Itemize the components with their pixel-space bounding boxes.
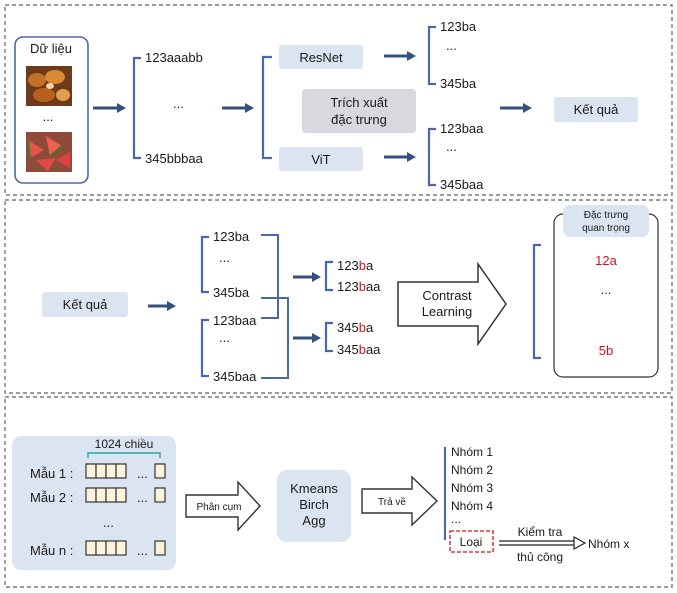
- arrow-to-pair-2: [293, 333, 321, 343]
- sample-1-label: Mẫu 1 :: [30, 466, 73, 481]
- panel-clustering: [4, 396, 673, 588]
- bracket-list-b: [200, 318, 209, 378]
- discard-label: Loại: [460, 535, 483, 549]
- feature-line-2: đặc trưng: [331, 112, 387, 127]
- bracket-pair-2: [324, 321, 333, 353]
- result-box-1: [554, 97, 638, 122]
- pair-connector-top: [261, 234, 279, 319]
- pair-1-a: 123ba: [337, 258, 374, 273]
- feature-line-1: Trích xuất: [330, 95, 388, 110]
- algo-line-1: Kmeans: [290, 481, 338, 496]
- return-arrow-label: Trả về: [378, 496, 406, 508]
- group-item: Nhóm 2: [451, 463, 493, 477]
- data-label: Dữ liệu: [30, 41, 72, 56]
- bracket-vit-output: [427, 127, 436, 187]
- arrow-data-to-codes: [93, 103, 126, 113]
- algorithms-box: [277, 470, 351, 542]
- list-b-top: 123baa: [213, 313, 257, 328]
- bracket-resnet-output: [427, 25, 436, 86]
- arrow-to-pair-1: [293, 272, 321, 282]
- important-bottom: 5b: [599, 343, 613, 358]
- list-b-mid: ...: [219, 330, 230, 345]
- sample-1-vector: [85, 463, 166, 479]
- samples-card: [12, 436, 176, 570]
- contrast-line-2: Learning: [422, 304, 473, 319]
- cluster-arrow: [185, 480, 261, 532]
- result-label-2: Kết quả: [63, 297, 109, 312]
- manual-check-arrow: [499, 535, 587, 551]
- list-a-mid: ...: [219, 250, 230, 265]
- result-label-1: Kết quả: [574, 102, 620, 117]
- arrow-result-to-lists: [148, 301, 176, 311]
- vit-out-top: 123baa: [440, 121, 484, 136]
- groups-more: ...: [451, 512, 461, 526]
- pair-1-b: 123baa: [337, 279, 381, 294]
- group-item: Nhóm 3: [451, 481, 493, 495]
- important-mid: ...: [601, 282, 612, 297]
- bracket-pair-1: [324, 260, 333, 292]
- important-title-1: Đặc trưng: [584, 210, 629, 221]
- code-mid: ...: [173, 96, 184, 111]
- sample-2-vector: [85, 487, 166, 503]
- cluster-arrow-label: Phân cụm: [196, 502, 241, 513]
- vit-out-bottom: 345baa: [440, 177, 484, 192]
- contrast-learning-arrow: [397, 261, 507, 347]
- vit-out-mid: ...: [446, 139, 457, 154]
- arrow-to-result: [500, 103, 532, 113]
- samples-dots: ...: [103, 515, 114, 530]
- result-box-2: [42, 292, 128, 317]
- sample-1-ellipsis: ...: [137, 466, 148, 481]
- important-top: 12a: [595, 253, 617, 268]
- vit-box: [279, 147, 363, 171]
- resnet-out-bottom: 345ba: [440, 76, 477, 91]
- data-ellipsis: ...: [43, 109, 54, 124]
- group-item: Nhóm 1: [451, 445, 493, 459]
- code-bottom: 345bbbaa: [145, 151, 204, 166]
- bracket-list-a: [200, 235, 209, 294]
- return-arrow: [361, 475, 439, 527]
- group-item: Nhóm 4: [451, 499, 493, 513]
- pair-connector-bottom: [261, 297, 289, 379]
- arrow-vit-to-output: [384, 152, 416, 162]
- bracket-codes: [132, 56, 141, 160]
- panel-contrast-learning: [4, 199, 673, 394]
- feature-extraction-box: [302, 89, 416, 133]
- bracket-models: [261, 55, 272, 160]
- algo-line-2: Birch: [299, 497, 329, 512]
- algo-line-3: Agg: [302, 513, 325, 528]
- resnet-box: [279, 45, 363, 69]
- sample-n-ellipsis: ...: [137, 543, 148, 558]
- data-image-watermelon: [26, 132, 72, 172]
- panel-feature-extraction: [4, 4, 673, 196]
- sample-n-vector: [85, 540, 166, 556]
- group-x-label: Nhóm x: [588, 537, 629, 551]
- important-title-2: quan trọng: [582, 223, 630, 234]
- check-line-2: thủ công: [517, 550, 563, 564]
- arrow-codes-to-models: [222, 103, 254, 113]
- list-a-bottom: 345ba: [213, 285, 250, 300]
- resnet-label: ResNet: [299, 50, 343, 65]
- dims-label: 1024 chiều: [95, 437, 154, 451]
- important-features-title-box: [563, 205, 649, 237]
- list-a-top: 123ba: [213, 229, 250, 244]
- resnet-out-mid: ...: [446, 38, 457, 53]
- contrast-line-1: Contrast: [422, 288, 472, 303]
- discard-box: [449, 530, 494, 553]
- data-image-food: [26, 66, 72, 106]
- sample-n-label: Mẫu n :: [30, 543, 73, 558]
- sample-2-ellipsis: ...: [137, 490, 148, 505]
- pair-2-b: 345baa: [337, 342, 381, 357]
- check-line-1: Kiểm tra: [518, 525, 563, 539]
- sample-2-label: Mẫu 2 :: [30, 490, 73, 505]
- arrow-resnet-to-output: [384, 51, 416, 61]
- vit-label: ViT: [311, 152, 330, 167]
- pair-2-a: 345ba: [337, 320, 374, 335]
- list-b-bottom: 345baa: [213, 369, 257, 384]
- code-top: 123aaabb: [145, 50, 203, 65]
- bracket-important: [532, 243, 541, 360]
- resnet-out-top: 123ba: [440, 19, 477, 34]
- dims-brace: [87, 452, 161, 458]
